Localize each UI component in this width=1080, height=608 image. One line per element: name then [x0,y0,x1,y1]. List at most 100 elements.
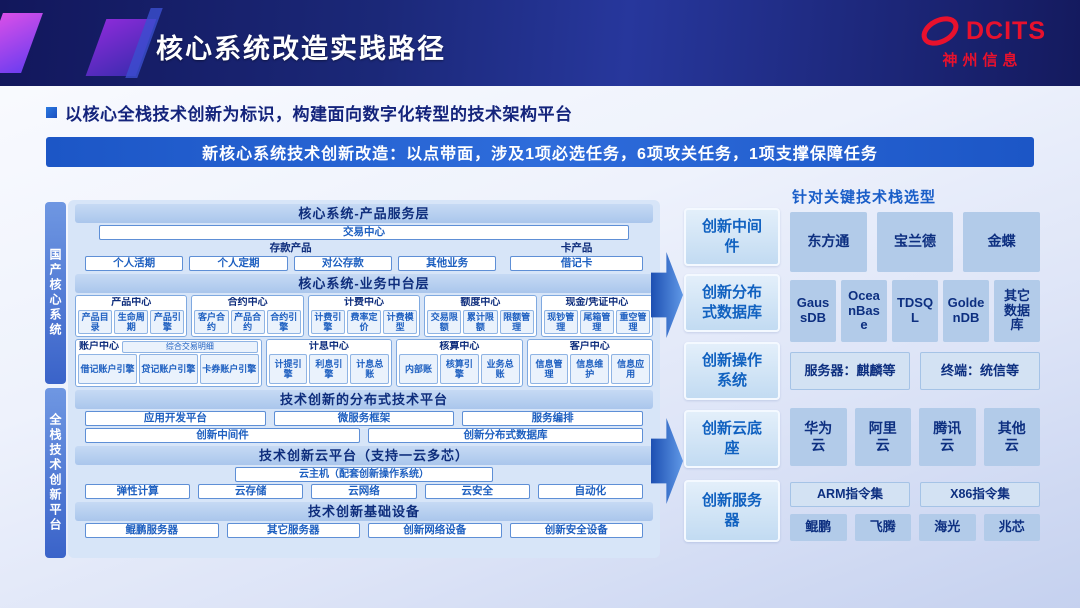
cloud-box: 云网络 [311,484,417,499]
sidebar-label-text: 全栈技术创新平台 [48,413,62,533]
cloud-host-box: 云主机（配套创新操作系统） [235,467,493,482]
product-box: 借记卡 [510,256,643,271]
platform-box: 微服务框架 [273,411,455,426]
module-box: 计费模型 [383,310,418,334]
module-box: 信息维护 [570,354,610,384]
product-box: 其他业务 [397,256,497,271]
architecture-panel: 核心系统-产品服务层 交易中心 存款产品 个人活期 个人定期 对公存款 其他业务… [68,200,660,558]
innovation-box-cloud-base: 创新云底座 [684,410,780,468]
tech-stack-title: 针对关键技术栈选型 [792,189,937,206]
center-label: 核算中心 [439,341,480,352]
center-group-accounting: 核算中心 内部账 核算引擎 业务总账 [396,339,523,387]
txn-detail-strip: 综合交易明细 [122,341,258,353]
module-box: 尾箱管理 [579,310,614,334]
instruction-set-row: ARM指令集 X86指令集 [790,482,1040,507]
product-box: 个人活期 [85,256,184,271]
vendor-box: 腾讯云 [919,408,976,466]
innovation-box-distributed-db: 创新分布式数据库 [684,274,780,332]
section-title: 技术创新云平台（支持一云多芯） [75,446,653,465]
cloud-box: 云安全 [424,484,530,499]
center-group-account: 账户中心 综合交易明细 借记账户引擎 贷记账户引擎 卡券账户引擎 [75,339,262,387]
center-label: 计息中心 [308,341,349,352]
section-distributed-platform: 技术创新的分布式技术平台 应用开发平台 微服务框架 服务编排 创新中间件 创新分… [75,390,653,443]
section-title: 核心系统-业务中台层 [75,274,653,293]
center-label: 账户中心 [79,341,119,352]
sidebar-label-domestic-core: 国产核心系统 [45,202,66,384]
innovation-box-os: 创新操作系统 [684,342,780,400]
module-box: 产品合约 [230,310,265,334]
infra-box: 创新网络设备 [368,523,502,538]
module-box: 核算引擎 [439,354,479,384]
center-group-contract: 合约中心 客户合约 产品合约 合约引擎 [191,295,304,337]
center-group-billing: 计费中心 计费引擎 费率定价 计费模型 [307,295,421,337]
vendor-box: 阿里云 [854,408,911,466]
chip-vendor-row: 鲲鹏 飞腾 海光 兆芯 [790,514,1040,541]
vendor-box: OceanBase [841,280,887,342]
module-box: 现钞管理 [543,310,578,334]
deposit-group-label: 存款产品 [269,242,312,254]
vendor-box: X86指令集 [920,482,1040,507]
vendor-box: 东方通 [790,212,867,272]
vendor-box: 宝兰德 [876,212,954,272]
innovation-box-middleware: 创新中间件 [684,208,780,266]
product-box: 个人定期 [189,256,288,271]
cloud-box: 弹性计算 [85,484,191,499]
module-box: 计息总账 [350,354,390,384]
center-group-customer: 客户中心 信息管理 信息维护 信息应用 [526,339,653,387]
vendor-box: 终端：统信等 [920,352,1040,390]
module-box: 计提引擎 [268,354,308,384]
platform-box: 创新中间件 [85,428,360,443]
module-box: 产品目录 [78,310,113,334]
center-group-interest: 计息中心 计提引擎 利息引擎 计息总账 [265,339,393,387]
module-box: 客户合约 [194,310,229,334]
os-vendor-row: 服务器：麒麟等 终端：统信等 [790,352,1040,390]
section-infrastructure: 技术创新基础设备 鲲鹏服务器 其它服务器 创新网络设备 创新安全设备 [75,502,653,538]
vendor-box: 其它数据库 [994,280,1040,342]
headline-banner: 新核心系统技术创新改造：以点带面，涉及1项必选任务，6项攻关任务，1项支撑保障任… [46,137,1034,167]
sidebar-label-fullstack-platform: 全栈技术创新平台 [45,388,66,558]
brand-logo: DCITS 神州信息 [919,14,1046,70]
vendor-box: 兆芯 [983,514,1040,541]
center-label: 客户中心 [569,341,610,352]
card-group-label: 卡产品 [560,242,593,254]
vendor-box: GoldenDB [943,280,989,342]
module-box: 产品引擎 [150,310,185,334]
page-title: 核心系统改造实践路径 [156,34,446,64]
section-cloud-platform: 技术创新云平台（支持一云多芯） 云主机（配套创新操作系统） 弹性计算 云存储 云… [75,446,653,499]
cloud-box: 云存储 [198,484,304,499]
deposit-product-group: 存款产品 个人活期 个人定期 对公存款 其他业务 [85,242,497,271]
module-box: 借记账户引擎 [78,354,137,384]
center-label: 额度中心 [460,297,501,308]
section-product-layer: 核心系统-产品服务层 交易中心 存款产品 个人活期 个人定期 对公存款 其他业务… [75,204,653,271]
bullet-square-icon [46,107,57,118]
middleware-vendor-row: 东方通 宝兰德 金蝶 [790,212,1041,272]
vendor-box: 海光 [919,514,976,541]
module-box: 贷记账户引擎 [138,354,198,384]
module-box: 生命周期 [114,310,149,334]
cloud-vendor-row: 华为云 阿里云 腾讯云 其他云 [790,408,1040,466]
module-box: 合约引擎 [266,310,301,334]
card-product-group: 卡产品 借记卡 [510,242,643,271]
vendor-box: TDSQL [892,280,938,342]
module-box: 计费引擎 [310,310,345,334]
cloud-box: 自动化 [537,484,644,499]
center-group-product: 产品中心 产品目录 生命周期 产品引擎 [75,295,188,337]
vendor-box: ARM指令集 [790,482,910,507]
vendor-box: 其他云 [983,408,1040,466]
platform-box: 应用开发平台 [85,411,266,426]
sidebar-label-text: 国产核心系统 [48,248,62,338]
section-title: 技术创新的分布式技术平台 [75,390,653,409]
logo-company-text: 神州信息 [942,52,1023,69]
vendor-box: 服务器：麒麟等 [790,352,910,390]
module-box: 信息应用 [611,354,650,384]
module-box: 业务总账 [480,354,520,384]
intro-line: 以核心全栈技术创新为标识，构建面向数字化转型的技术架构平台 [46,100,573,125]
vendor-box: 华为云 [790,408,847,466]
trade-center-box: 交易中心 [99,225,629,240]
title-bar: 核心系统改造实践路径 DCITS 神州信息 [0,0,1080,86]
infra-box: 鲲鹏服务器 [85,523,219,538]
center-label: 合约中心 [227,297,268,308]
innovation-box-server: 创新服务器 [684,480,780,542]
center-label: 现金/凭证中心 [565,297,629,308]
